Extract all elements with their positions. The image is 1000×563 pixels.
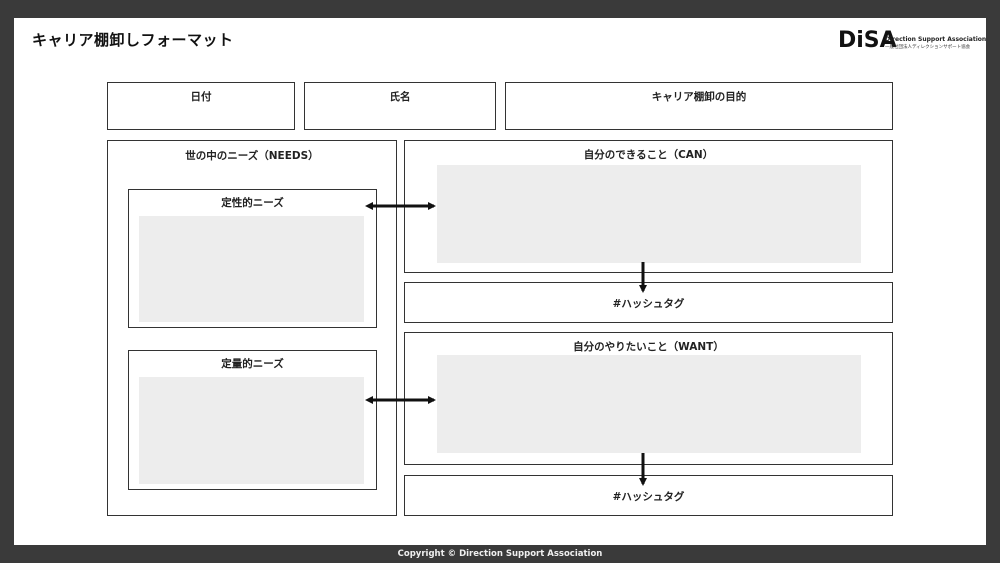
purpose-label: キャリア棚卸の目的 — [651, 91, 747, 103]
name-label: 氏名 — [389, 91, 411, 103]
qualitative-needs-input[interactable] — [139, 216, 364, 322]
quantitative-needs-label: 定量的ニーズ — [221, 358, 284, 370]
copyright-footer: Copyright © Direction Support Associatio… — [397, 549, 603, 559]
qualitative-needs-box: 定性的ニーズ — [128, 189, 377, 328]
can-input[interactable] — [437, 165, 861, 263]
logo-mark: DiSA — [838, 28, 897, 53]
want-input[interactable] — [437, 355, 861, 453]
quantitative-needs-input[interactable] — [139, 377, 364, 484]
can-title: 自分のできること（CAN） — [583, 149, 714, 161]
date-label: 日付 — [190, 91, 212, 103]
name-field[interactable]: 氏名 — [304, 82, 496, 130]
want-panel: 自分のやりたいこと（WANT） — [404, 332, 893, 465]
needs-title: 世の中のニーズ（NEEDS） — [185, 150, 319, 162]
want-hashtag-label: #ハッシュタグ — [612, 491, 685, 503]
purpose-field[interactable]: キャリア棚卸の目的 — [505, 82, 893, 130]
page-title: キャリア棚卸しフォーマット — [32, 31, 234, 49]
logo-name-jp: 一般社団法人ディレクションサポート協会 — [885, 45, 971, 50]
quantitative-needs-box: 定量的ニーズ — [128, 350, 377, 490]
date-field[interactable]: 日付 — [107, 82, 295, 130]
qualitative-needs-label: 定性的ニーズ — [221, 197, 284, 209]
disa-logo: DiSA Direction Support Association 一般社団法… — [838, 28, 986, 55]
can-hashtag-label: #ハッシュタグ — [612, 298, 685, 310]
logo-name-en: Direction Support Association — [885, 36, 987, 43]
can-panel: 自分のできること（CAN） — [404, 140, 893, 273]
can-hashtag-box[interactable]: #ハッシュタグ — [404, 282, 893, 323]
want-title: 自分のやりたいこと（WANT） — [573, 341, 724, 353]
want-hashtag-box[interactable]: #ハッシュタグ — [404, 475, 893, 516]
